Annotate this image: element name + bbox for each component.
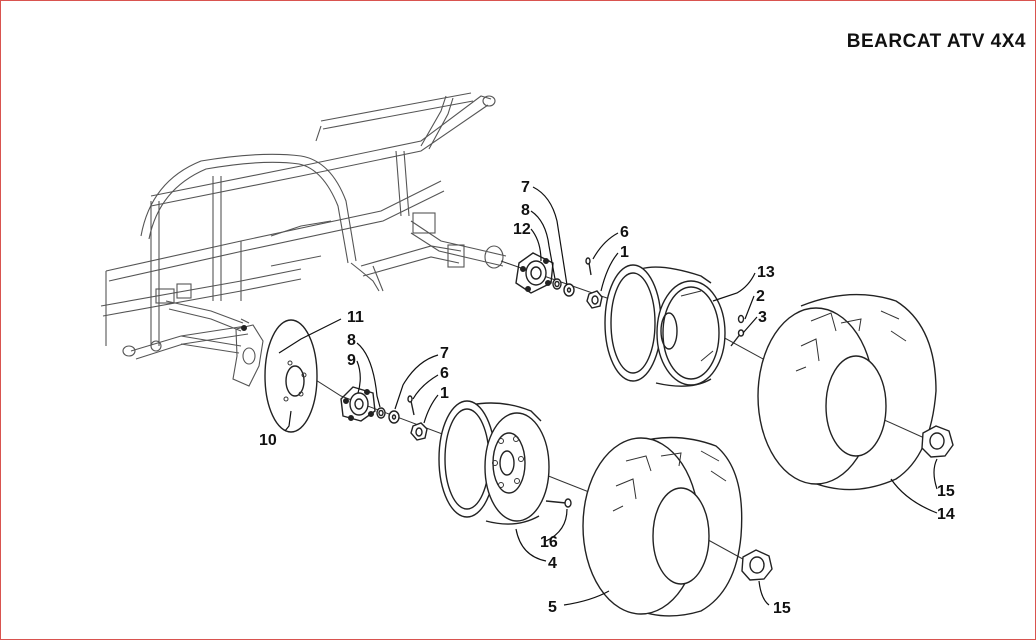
callout-7-rear-washer: 7 xyxy=(521,179,530,196)
callout-15-front-hub-cap: 15 xyxy=(773,600,791,617)
rear-cotter-pin-6 xyxy=(585,257,592,276)
atv-frame xyxy=(100,92,507,387)
rear-valve-stem-3 xyxy=(730,329,745,347)
callout-6-rear-cotter-pin: 6 xyxy=(620,224,629,241)
callout-10-brake-disc: 10 xyxy=(259,432,277,449)
callout-13-rear-rim: 13 xyxy=(757,264,775,281)
callout-6-front-cotter-pin: 6 xyxy=(440,365,449,382)
front-wheel-rim-4 xyxy=(438,400,550,525)
leader-lines xyxy=(278,186,938,606)
rear-hub-cap-15 xyxy=(921,425,954,458)
callout-11-brake-disc-screw: 11 xyxy=(347,309,364,326)
callout-1-rear-nut: 1 xyxy=(620,244,629,261)
rear-seal-8 xyxy=(552,278,562,290)
callout-9-front-hub: 9 xyxy=(347,352,356,369)
rear-washer-7 xyxy=(563,283,575,297)
callout-labels: 7 8 12 6 1 13 2 3 11 8 9 10 7 6 1 16 4 5… xyxy=(259,179,955,617)
callout-4-front-rim: 4 xyxy=(548,555,557,572)
front-tire-5 xyxy=(582,436,743,617)
front-hub-9 xyxy=(340,386,376,422)
callout-7-front-washer: 7 xyxy=(440,345,449,362)
callout-2-valve-cap: 2 xyxy=(756,288,765,305)
page-title: BEARCAT ATV 4X4 xyxy=(846,31,1026,52)
callout-12-rear-hub: 12 xyxy=(513,221,531,238)
front-wheel-stud-16 xyxy=(545,498,572,508)
front-cotter-pin-6 xyxy=(407,395,415,416)
front-castle-nut-1 xyxy=(410,422,428,441)
callout-14-rear-tire: 14 xyxy=(937,506,955,523)
front-hub-cap-15 xyxy=(741,549,773,581)
rear-hub-12 xyxy=(515,252,554,294)
front-brake-disc-10 xyxy=(264,319,318,433)
rear-wheel-rim xyxy=(604,264,726,387)
rear-tire-14 xyxy=(757,293,937,491)
callout-3-valve-stem: 3 xyxy=(758,309,767,326)
front-seal-8 xyxy=(376,407,386,419)
callout-8-rear-seal: 8 xyxy=(521,202,530,219)
front-washer-7 xyxy=(388,410,400,424)
rear-valve-cap-2 xyxy=(737,314,745,324)
callout-15-rear-hub-cap: 15 xyxy=(937,483,955,500)
callout-5-front-tire: 5 xyxy=(548,599,557,616)
callout-8-front-seal: 8 xyxy=(347,332,356,349)
callout-16-wheel-stud: 16 xyxy=(540,534,558,551)
callout-1-front-nut: 1 xyxy=(440,385,449,402)
rear-castle-nut-1 xyxy=(586,290,603,309)
